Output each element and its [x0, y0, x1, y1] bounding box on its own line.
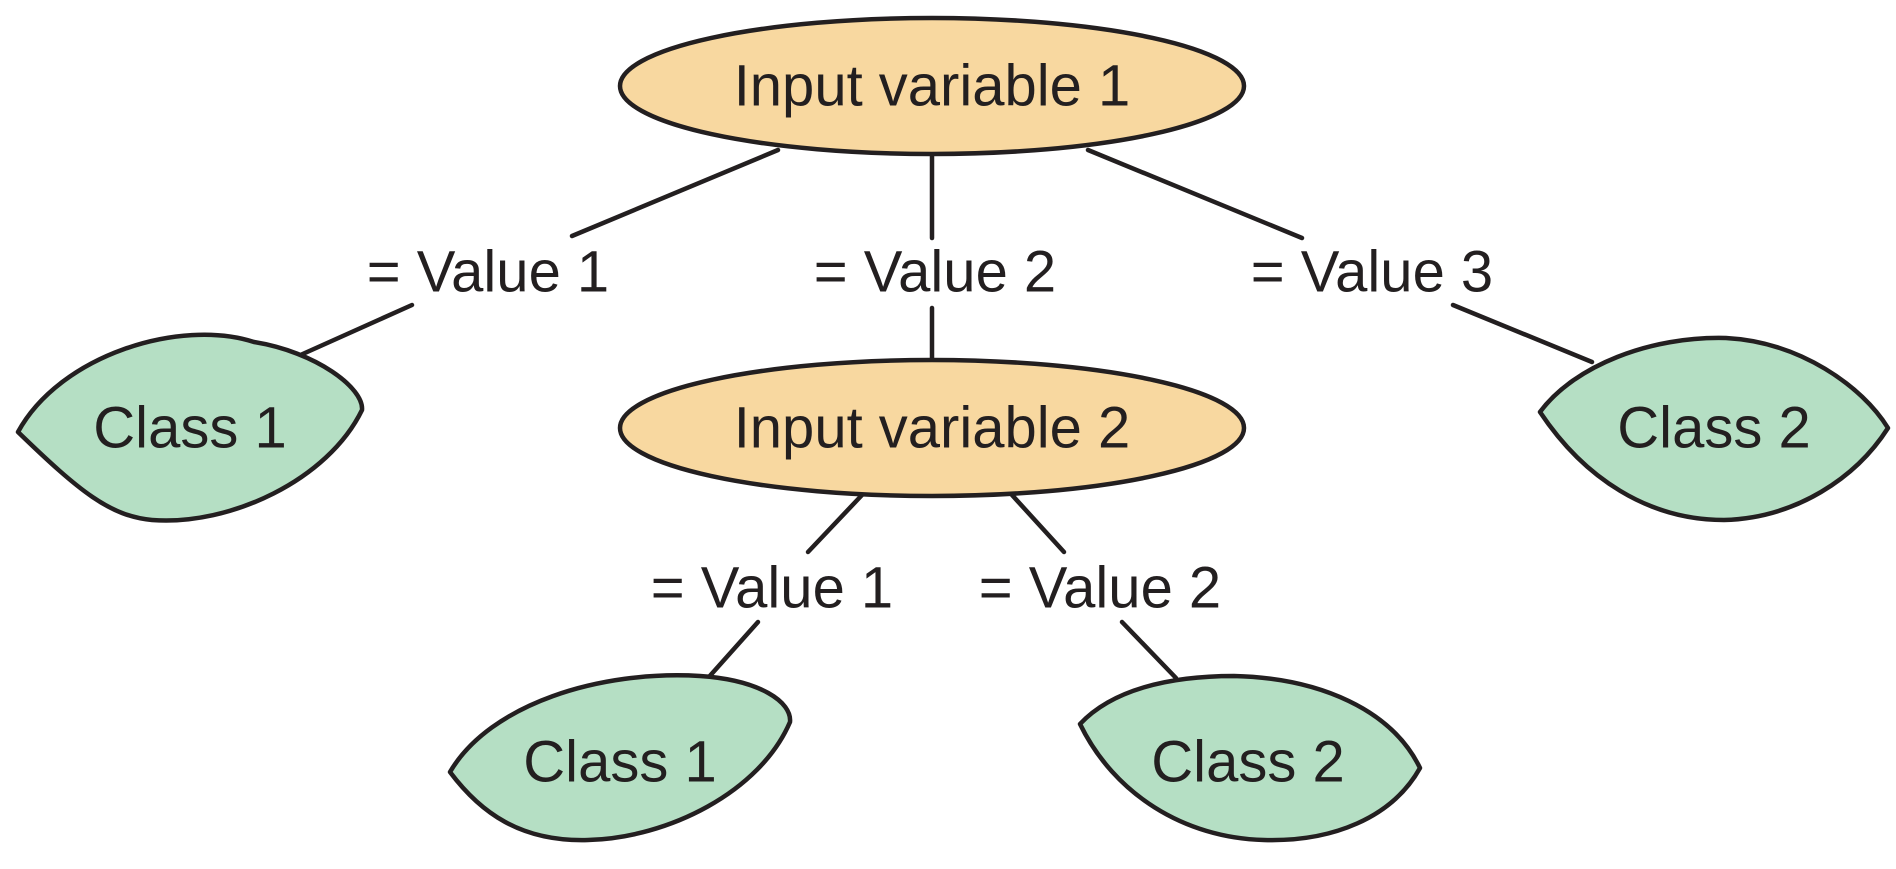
leaf-node-shape	[15, 332, 365, 523]
edge-label-input2-value1: = Value 1	[651, 556, 893, 621]
decision-node-label: Input variable 1	[734, 54, 1131, 119]
leaf-node-label: Class 1	[523, 730, 716, 795]
decision-node-input-variable-2: Input variable 2	[617, 357, 1247, 499]
edge-label-root-value3: = Value 3	[1251, 240, 1493, 305]
leaf-node-class-2-right: Class 2	[1537, 335, 1891, 523]
leaf-node-shape	[447, 673, 793, 843]
edge-input2-to-class2-lower	[1119, 619, 1179, 681]
edge-label-root-value2: = Value 2	[814, 240, 1056, 305]
decision-node-shape	[617, 15, 1247, 157]
edge-input2-to-class1-lower	[705, 619, 761, 681]
edge-input2-to-class2-upper	[1009, 492, 1067, 555]
leaf-node-shape	[1537, 335, 1891, 523]
edge-label-input2-value2: = Value 2	[979, 556, 1221, 621]
edge-root-to-class2-right-lower	[1450, 302, 1595, 365]
edge-root-to-class1-left-upper	[569, 147, 781, 239]
leaf-node-class-1-bottom: Class 1	[447, 673, 793, 843]
leaf-node-label: Class 2	[1151, 730, 1344, 795]
leaf-node-label: Class 2	[1617, 396, 1810, 461]
leaf-node-class-1-left: Class 1	[15, 332, 365, 523]
edges	[293, 147, 1595, 681]
edge-label-root-value1: = Value 1	[367, 240, 609, 305]
leaf-node-shape	[1077, 673, 1423, 843]
edge-root-to-class1-left-lower	[293, 302, 415, 360]
edge-root-to-class2-right-upper	[1085, 147, 1305, 241]
decision-node-input-variable-1: Input variable 1	[617, 15, 1247, 157]
leaf-node-class-2-bottom: Class 2	[1077, 673, 1423, 843]
leaf-node-label: Class 1	[93, 396, 286, 461]
decision-node-label: Input variable 2	[734, 396, 1131, 461]
decision-node-shape	[617, 357, 1247, 499]
edge-labels: = Value 1 = Value 2 = Value 3 = Value 1 …	[367, 240, 1493, 621]
edge-input2-to-class1-upper	[805, 492, 865, 555]
